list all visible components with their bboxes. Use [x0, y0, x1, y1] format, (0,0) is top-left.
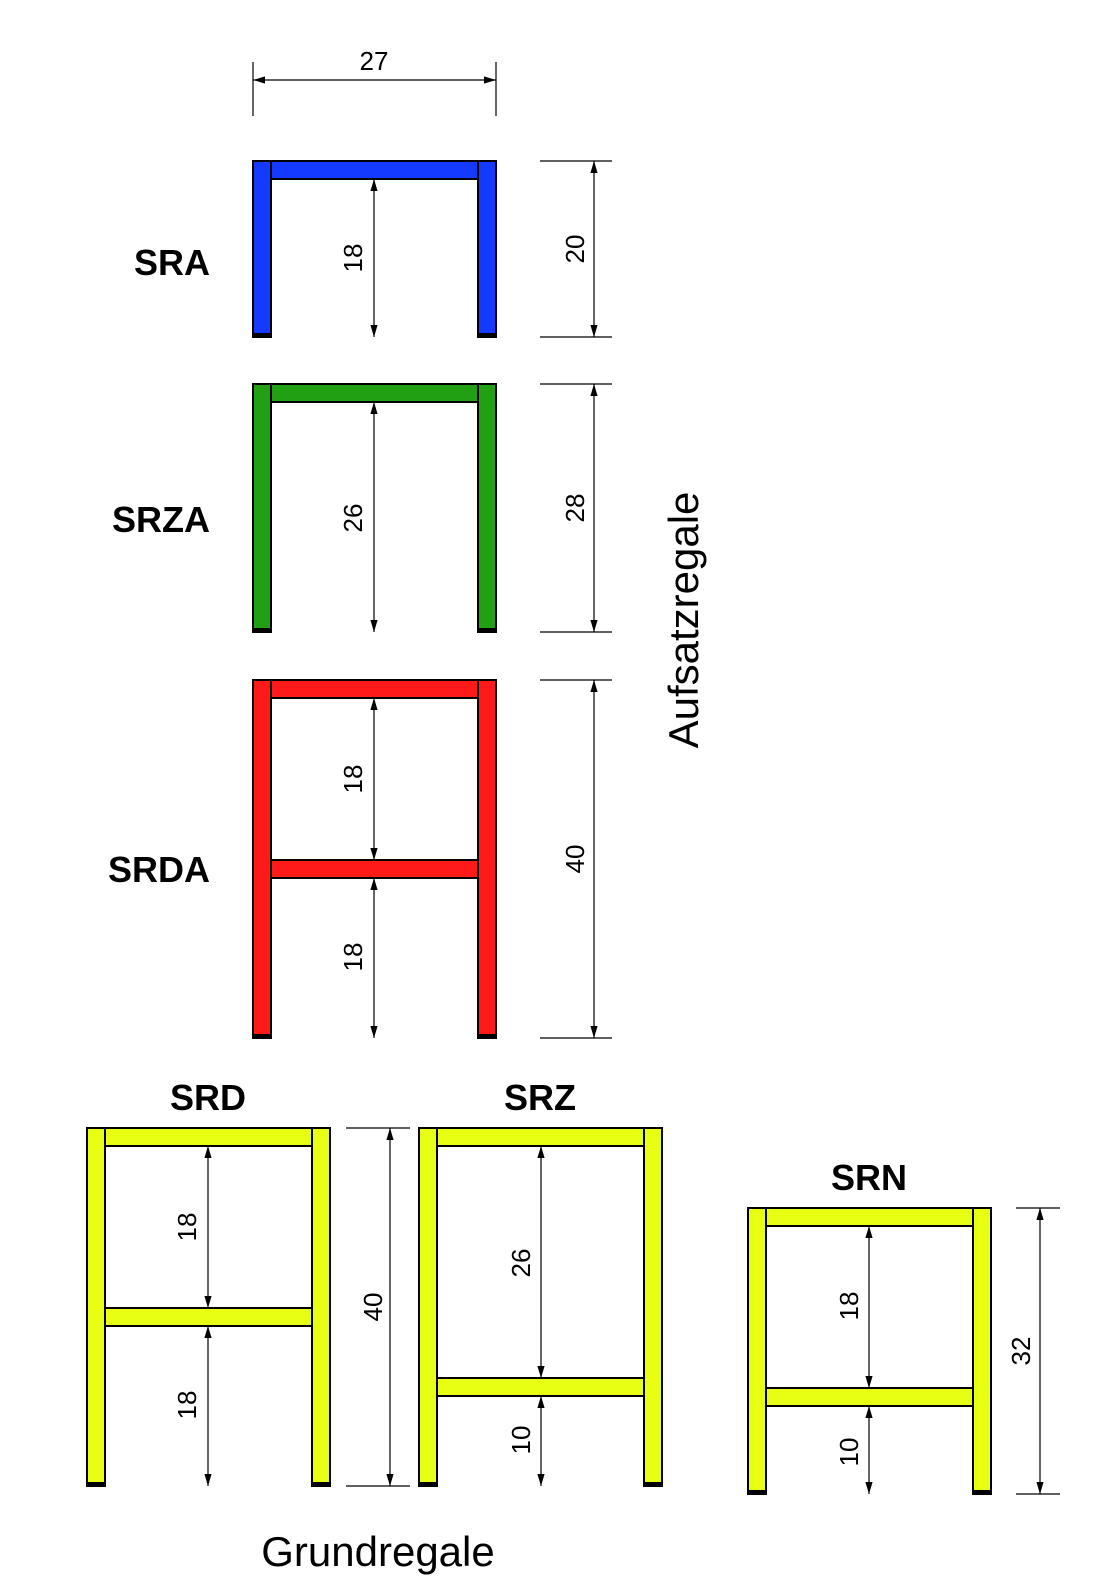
shelf-srd-upper-dimension: 18	[172, 1146, 212, 1308]
shelf-srz-top-board	[436, 1127, 645, 1147]
shelf-srn-top-board	[765, 1207, 974, 1227]
shelf-srza-frame	[252, 383, 497, 633]
shelf-srd-total-dimension: 40	[346, 1127, 410, 1487]
shelf-srd-lower-label: 18	[172, 1391, 202, 1420]
shelf-srn-total-label: 32	[1006, 1337, 1036, 1366]
shelf-srd-left-post	[86, 1127, 106, 1487]
shelf-srn-total-dimension: 32	[1006, 1207, 1060, 1495]
shelf-sra-right-post	[477, 160, 497, 338]
shelf-sra-inner-dimension: 18	[338, 179, 378, 337]
shelf-srda-label: SRDA	[108, 849, 210, 890]
shelf-srza-inner-dimension: 26	[338, 402, 378, 632]
shelf-srz-left-post	[418, 1127, 438, 1487]
shelf-srda-total-dimension: 40	[540, 679, 612, 1039]
shelf-srd-frame	[86, 1127, 331, 1487]
shelf-srda-total-label: 40	[560, 845, 590, 874]
shelf-srda-middle-board	[270, 859, 479, 879]
shelf-srz-right-post	[643, 1127, 663, 1487]
shelf-srn-right-post	[972, 1207, 992, 1495]
shelf-srd-label: SRD	[170, 1077, 246, 1118]
shelf-srd-total-label: 40	[358, 1293, 388, 1322]
shelf-srd-middle-board	[104, 1307, 313, 1327]
width-dimension-label: 27	[360, 46, 389, 76]
shelf-srd-right-post	[311, 1127, 331, 1487]
shelf-srn-lower-label: 10	[834, 1438, 864, 1467]
shelf-srn: SRN 18 10 32	[747, 1157, 1060, 1495]
shelf-srn-frame	[747, 1207, 992, 1495]
shelf-sra-top-board	[270, 160, 479, 180]
shelf-srn-left-post	[747, 1207, 767, 1495]
shelf-srza-inner-label: 26	[338, 504, 368, 533]
shelf-sra-total-label: 20	[560, 235, 590, 264]
shelf-srza-total-dimension: 28	[540, 383, 612, 633]
shelf-srz-upper-dimension: 26	[506, 1146, 545, 1378]
shelf-srda-right-post	[477, 679, 497, 1039]
shelf-srz: SRZ 26 10	[418, 1077, 663, 1487]
group-label-grundregale: Grundregale	[261, 1528, 494, 1575]
shelf-srda-frame	[252, 679, 497, 1039]
shelf-sra-left-post	[252, 160, 272, 338]
shelf-srz-label: SRZ	[504, 1077, 576, 1118]
shelf-srda-top-board	[270, 679, 479, 699]
width-dimension: 27	[252, 46, 497, 116]
shelf-srza: SRZA 26 28	[112, 383, 612, 633]
shelf-srza-right-post	[477, 383, 497, 633]
shelf-srza-total-label: 28	[560, 494, 590, 523]
shelf-srza-label: SRZA	[112, 499, 210, 540]
shelf-srza-top-board	[270, 383, 479, 403]
shelf-srd-top-board	[104, 1127, 313, 1147]
shelf-sra: SRA 18 20	[134, 160, 612, 338]
shelf-srz-lower-label: 10	[506, 1426, 536, 1455]
shelf-srz-upper-label: 26	[506, 1249, 536, 1278]
shelf-srd-upper-label: 18	[172, 1213, 202, 1242]
shelf-srn-upper-dimension: 18	[834, 1226, 873, 1388]
shelf-srda: SRDA 18 18 40	[108, 679, 612, 1039]
shelf-srn-middle-board	[765, 1387, 974, 1407]
group-label-aufsatzregale: Aufsatzregale	[660, 492, 707, 749]
shelf-sra-total-dimension: 20	[540, 160, 612, 338]
shelf-srda-upper-dimension: 18	[338, 698, 378, 860]
shelf-srda-lower-dimension: 18	[338, 878, 378, 1038]
shelf-srz-lower-dimension: 10	[506, 1396, 545, 1486]
shelf-srda-left-post	[252, 679, 272, 1039]
shelf-srn-lower-dimension: 10	[834, 1406, 873, 1494]
shelf-srn-upper-label: 18	[834, 1292, 864, 1321]
shelf-srda-upper-label: 18	[338, 765, 368, 794]
shelf-srd: SRD 18 18 40	[86, 1077, 410, 1487]
shelf-srn-label: SRN	[831, 1157, 907, 1198]
shelf-sra-frame	[252, 160, 497, 338]
shelf-sra-inner-label: 18	[338, 244, 368, 273]
shelf-srd-lower-dimension: 18	[172, 1326, 212, 1486]
shelf-srz-middle-board	[436, 1377, 645, 1397]
shelf-sra-label: SRA	[134, 242, 210, 283]
shelf-srda-lower-label: 18	[338, 943, 368, 972]
shelf-srza-left-post	[252, 383, 272, 633]
